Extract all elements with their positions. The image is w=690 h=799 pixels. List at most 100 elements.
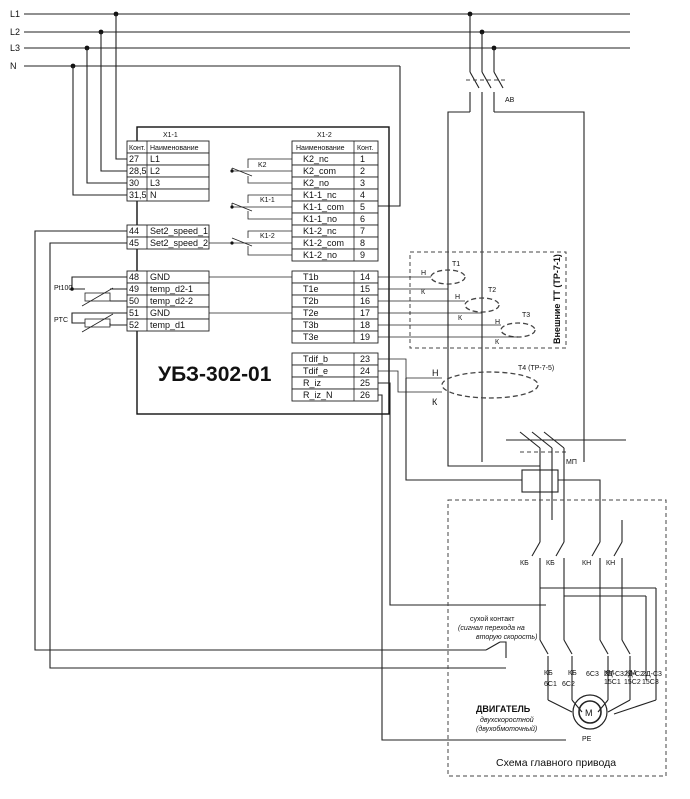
x1-2-row: K2_no 3	[291, 176, 379, 190]
x1-2-pin-name: K2_no	[303, 178, 329, 188]
x1-2-pin-name: T3b	[303, 320, 319, 330]
x1-2-pin: 25	[360, 378, 370, 388]
x1-2-row: Tdif_b 23	[291, 352, 379, 366]
x1-2-pin-name: T2e	[303, 308, 319, 318]
x1-2-row: T3b 18	[291, 318, 379, 332]
dry-contact-note: сухой контакт (сигнал перехода на вторую…	[458, 615, 537, 641]
ct-t2-h: Н	[455, 294, 460, 301]
x1-2-pin-name: K1-1_com	[303, 202, 344, 212]
contactors-lower: КБ КБ КМ КМ	[539, 639, 636, 700]
ct-t3-h: Н	[495, 319, 500, 326]
motor-sub2: (двухобмоточный)	[476, 725, 537, 733]
x1-2-pin-name: R_iz_N	[303, 390, 333, 400]
x1-1-pin: 48	[129, 272, 139, 282]
motor: 6С1 6С2 6С3 2Д-С3 15С1 2Д-С2 15С2 2Д-С3 …	[476, 671, 662, 743]
motor-sub1: двухскоростной	[480, 716, 534, 724]
x1-1-pin: 28,5	[129, 166, 147, 176]
speed-signal-wires	[34, 230, 507, 669]
x1-1-pin-name: temp_d2-2	[150, 296, 193, 306]
x1-1-pin-name: temp_d2-1	[150, 284, 193, 294]
x1-2-pin: 23	[360, 354, 370, 364]
x1-1-pin-name: N	[150, 190, 157, 200]
x1-2-row: R_iz_N 26	[291, 388, 379, 402]
x1-1-pin-name: Set2_speed_2	[150, 238, 208, 248]
relay-k1-1-label: K1-1	[260, 197, 275, 204]
relay-k1-2-label: K1-2	[260, 233, 275, 240]
r-iz-n-wire	[378, 394, 566, 741]
x1-1-pin-name: Set2_speed_1	[150, 226, 208, 236]
controller-title: УБЗ-302-01	[158, 363, 272, 386]
dry-contact-line2: (сигнал перехода на	[458, 624, 525, 632]
contactor-kb-1: КБ	[520, 560, 529, 567]
x1-2-pin: 8	[360, 238, 365, 248]
x1-2-pin: 1	[360, 154, 365, 164]
supply-drops	[72, 14, 401, 207]
motor-symbol: М	[585, 708, 593, 718]
x1-2-pin: 7	[360, 226, 365, 236]
supply-bus: L1 L2 L3 N	[10, 9, 630, 71]
x1-1-pin-name: L3	[150, 178, 160, 188]
motor-term-5: 15С1	[604, 679, 621, 686]
ct-t4-k: К	[432, 397, 438, 407]
x1-2-pin-name: T2b	[303, 296, 319, 306]
x1-2-pin-name: Tdif_b	[303, 354, 328, 364]
ct-t3: T3 Н К	[495, 312, 536, 346]
x1-2-row: K2_com 2	[291, 164, 379, 178]
contactor-km-2: КМ	[626, 670, 636, 677]
x1-2-pin: 18	[360, 320, 370, 330]
motor-term-9: 15С3	[642, 679, 659, 686]
ct-t4-label: T4 (ТР-7-5)	[518, 365, 554, 372]
ct-wires	[378, 276, 518, 338]
ct-t3-k: К	[495, 339, 500, 346]
ct-t1: T1 Н К	[421, 261, 466, 296]
x1-2-pin: 17	[360, 308, 370, 318]
x1-1-pin-name: GND	[150, 308, 171, 318]
contactors-upper: КБ КБ КН КН	[520, 520, 657, 700]
x1-2-pin-name: K2_com	[303, 166, 336, 176]
x1-2-pin: 9	[360, 250, 365, 260]
pt100-sensor: Pt100	[54, 276, 127, 307]
motor-title: ДВИГАТЕЛЬ	[476, 704, 531, 714]
x1-2-pin: 3	[360, 178, 365, 188]
motor-term-6: 2Д-С2	[624, 671, 644, 678]
motor-term-3: 6С3	[586, 671, 599, 678]
relay-k1-1: K1-1	[230, 194, 292, 220]
x1-2-pin: 26	[360, 390, 370, 400]
x1-2-pin-name: Tdif_e	[303, 366, 328, 376]
x1-2-pin-name: K2_nc	[303, 154, 329, 164]
motor-pe: PE	[582, 736, 592, 743]
x1-2-pin: 14	[360, 272, 370, 282]
motor-term-1: 6С1	[544, 681, 557, 688]
r-iz-wire	[378, 382, 546, 606]
x1-2-row: T2e 17	[291, 306, 379, 320]
x1-2-label: X1-2	[317, 132, 332, 139]
x1-2-pin: 2	[360, 166, 365, 176]
controller-box	[136, 126, 390, 415]
main-starter: МП	[405, 378, 626, 520]
x1-1-pin-name: L2	[150, 166, 160, 176]
x1-2-pin-name: T3e	[303, 332, 319, 342]
contactor-kh-2: КН	[606, 560, 615, 567]
relay-k2: K2	[230, 158, 292, 184]
ct-group-box	[409, 251, 567, 349]
